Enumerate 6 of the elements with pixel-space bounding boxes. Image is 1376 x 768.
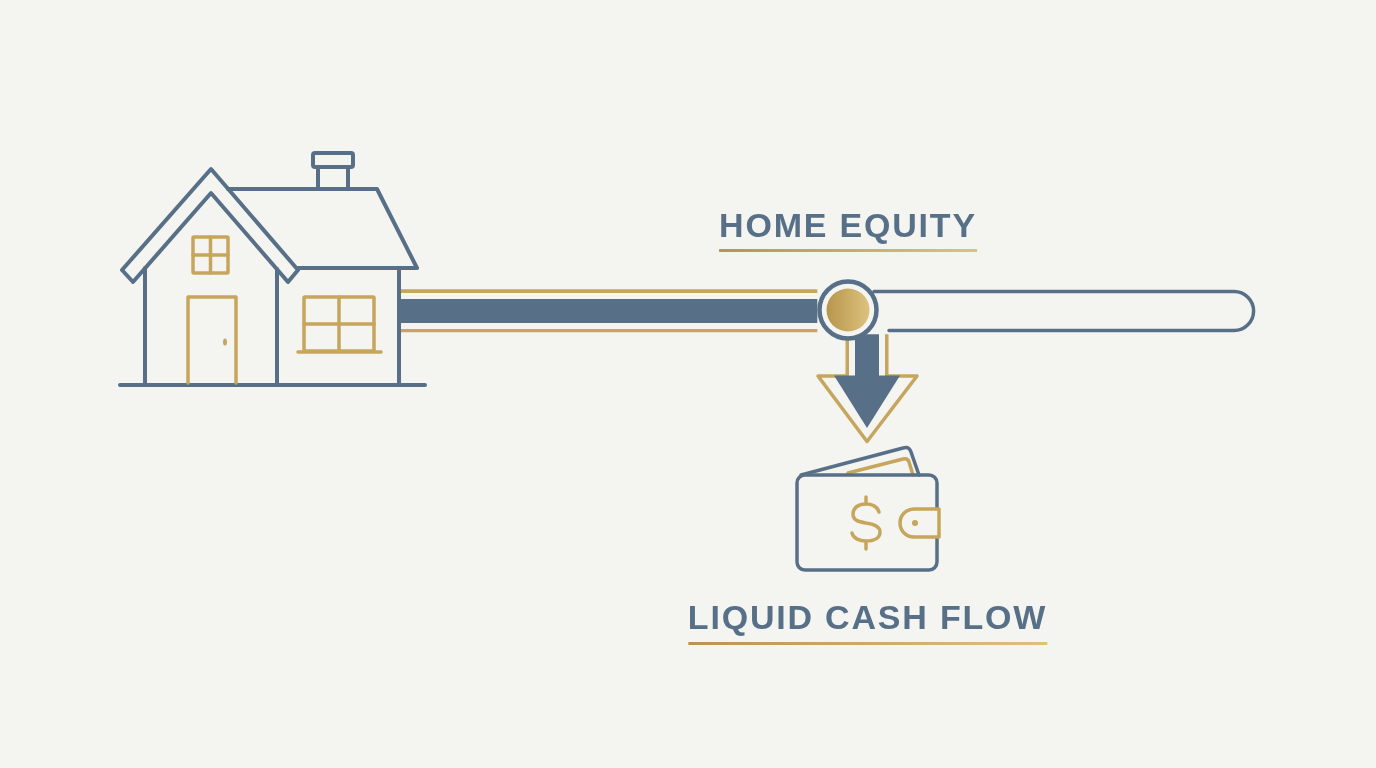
title-label: HOME EQUITY <box>719 208 977 252</box>
caption-label: LIQUID CASH FLOW <box>687 600 1048 645</box>
thick-bar <box>401 289 818 333</box>
slider-knob <box>817 279 879 341</box>
house-illustration <box>117 150 428 388</box>
wallet-icon <box>794 443 942 573</box>
